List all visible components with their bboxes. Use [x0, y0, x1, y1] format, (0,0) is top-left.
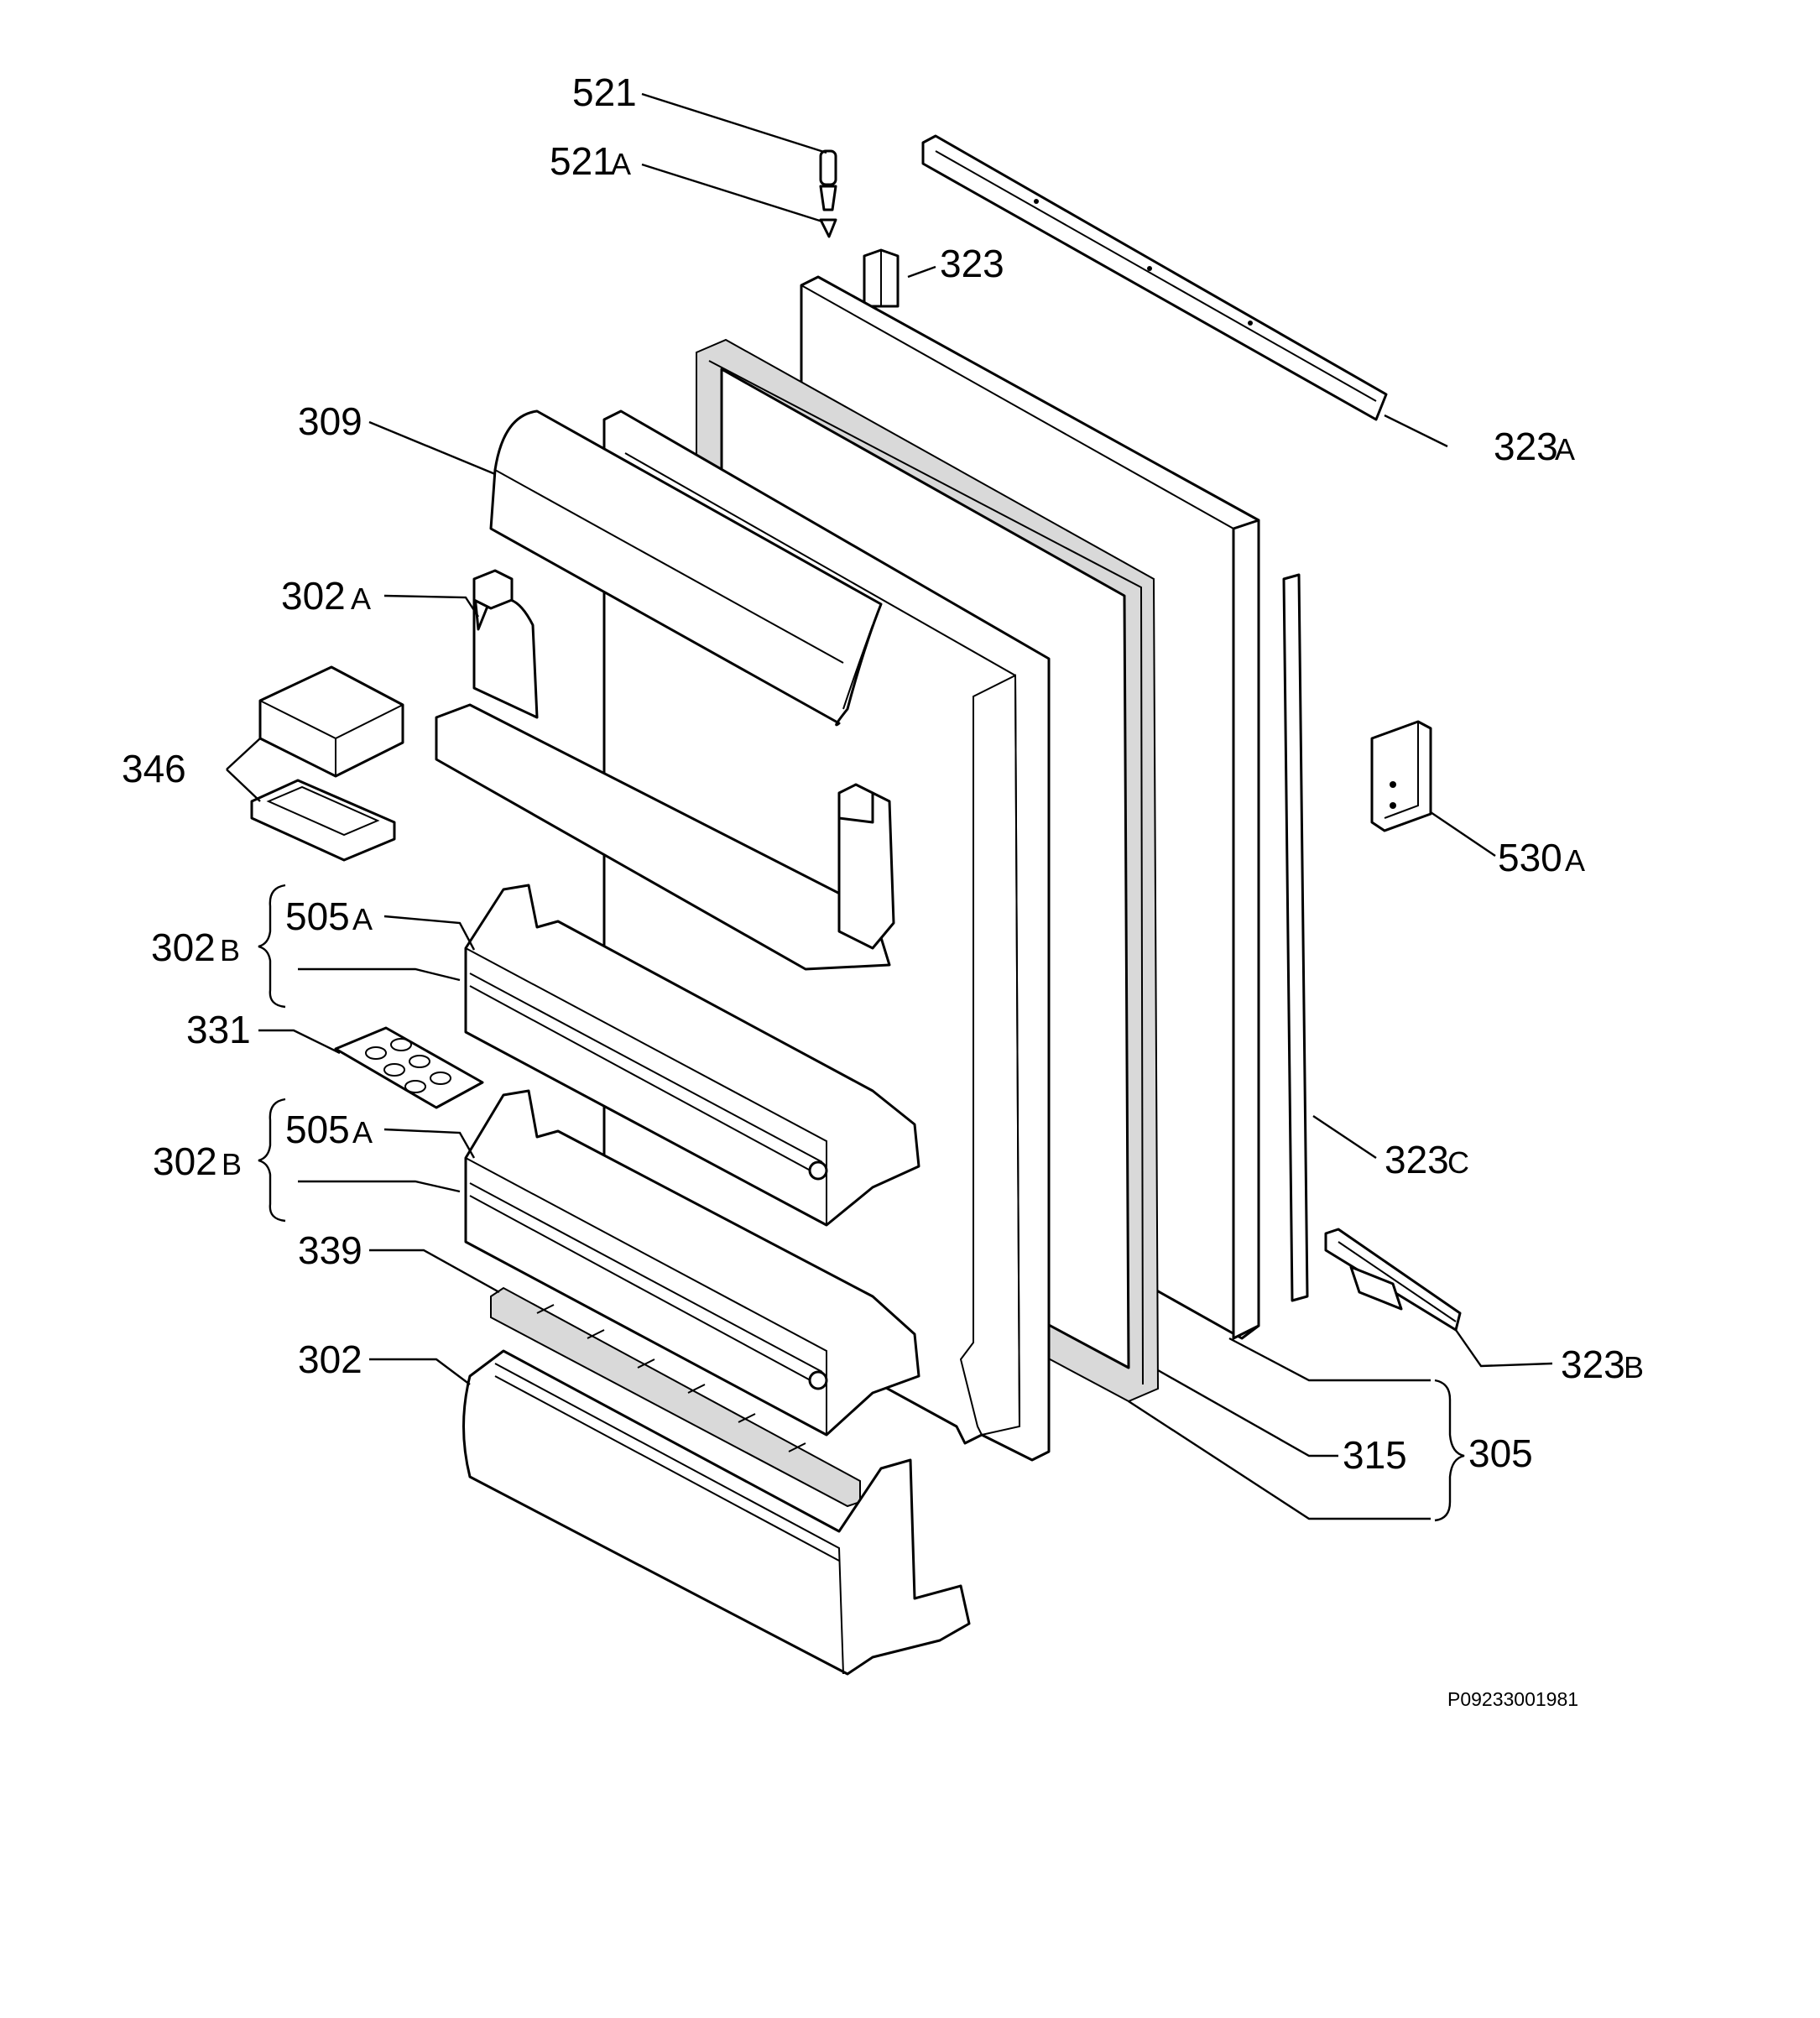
svg-text:505: 505	[285, 894, 350, 938]
svg-text:346: 346	[122, 747, 186, 790]
drawing-code: P09233001981	[1447, 1688, 1578, 1710]
label-302b-lower: 302 B	[153, 1139, 242, 1183]
svg-text:A: A	[611, 147, 631, 181]
svg-text:505: 505	[285, 1108, 350, 1151]
svg-text:A: A	[1555, 432, 1575, 467]
svg-text:A: A	[352, 1115, 373, 1150]
label-505a-upper: 505 A	[285, 894, 373, 938]
label-323: 323	[940, 242, 1004, 285]
svg-text:P09233001981: P09233001981	[1447, 1688, 1578, 1710]
svg-text:302: 302	[281, 574, 346, 618]
svg-text:A: A	[352, 902, 373, 936]
label-302b-upper: 302 B	[151, 926, 240, 969]
svg-text:315: 315	[1343, 1433, 1407, 1477]
label-302a: 302 A	[281, 574, 371, 618]
part-pin-521	[819, 149, 837, 211]
label-315: 315	[1343, 1433, 1407, 1477]
label-309: 309	[298, 399, 362, 443]
part-door-bin-302b-upper	[464, 884, 920, 1227]
svg-text:331: 331	[186, 1008, 251, 1051]
svg-text:302: 302	[298, 1338, 362, 1381]
label-505a-lower: 505 A	[285, 1108, 373, 1151]
brace-302b-upper	[258, 884, 286, 1009]
svg-text:302: 302	[151, 926, 216, 969]
svg-text:309: 309	[298, 399, 362, 443]
label-331: 331	[186, 1008, 251, 1051]
label-521a: 521 A	[550, 139, 631, 183]
svg-text:302: 302	[153, 1139, 217, 1183]
svg-text:A: A	[351, 581, 371, 616]
svg-text:B: B	[222, 1147, 242, 1181]
label-339: 339	[298, 1228, 362, 1272]
part-hinge-323	[863, 248, 900, 308]
svg-text:323: 323	[940, 242, 1004, 285]
part-bracket-530a	[1370, 720, 1432, 832]
label-323a: 323 A	[1494, 425, 1575, 468]
svg-text:305: 305	[1468, 1431, 1533, 1475]
svg-text:A: A	[1565, 843, 1585, 878]
svg-text:323: 323	[1561, 1343, 1625, 1386]
label-530a: 530 A	[1498, 836, 1585, 879]
svg-text:521: 521	[550, 139, 614, 183]
part-top-shelf-302a	[435, 569, 895, 971]
label-521: 521	[572, 70, 637, 114]
part-screw-521a	[819, 218, 837, 238]
label-305: 305	[1468, 1431, 1533, 1475]
part-lower-hinge-323b	[1324, 1228, 1462, 1332]
svg-text:C: C	[1447, 1145, 1469, 1180]
part-butter-box-346	[250, 665, 404, 862]
svg-text:323: 323	[1494, 425, 1558, 468]
svg-text:B: B	[1624, 1350, 1644, 1384]
svg-text:B: B	[220, 933, 240, 967]
leader-lines	[226, 92, 1553, 1520]
part-side-strip-323c	[1282, 573, 1309, 1302]
part-door-bin-302b-lower	[464, 1089, 920, 1437]
brace-305	[1434, 1379, 1465, 1522]
brace-302b-lower	[258, 1098, 286, 1223]
svg-text:521: 521	[572, 70, 637, 114]
svg-text:530: 530	[1498, 836, 1562, 879]
label-323c: 323 C	[1385, 1138, 1469, 1181]
svg-text:339: 339	[298, 1228, 362, 1272]
label-346: 346	[122, 747, 186, 790]
part-top-rail-323a	[921, 134, 1388, 421]
part-egg-tray-331	[334, 1026, 484, 1109]
label-302: 302	[298, 1338, 362, 1381]
svg-text:323: 323	[1385, 1138, 1449, 1181]
part-bottle-bin-302	[462, 1349, 971, 1676]
label-323b: 323 B	[1561, 1343, 1644, 1386]
part-dairy-cover-309	[489, 409, 883, 727]
